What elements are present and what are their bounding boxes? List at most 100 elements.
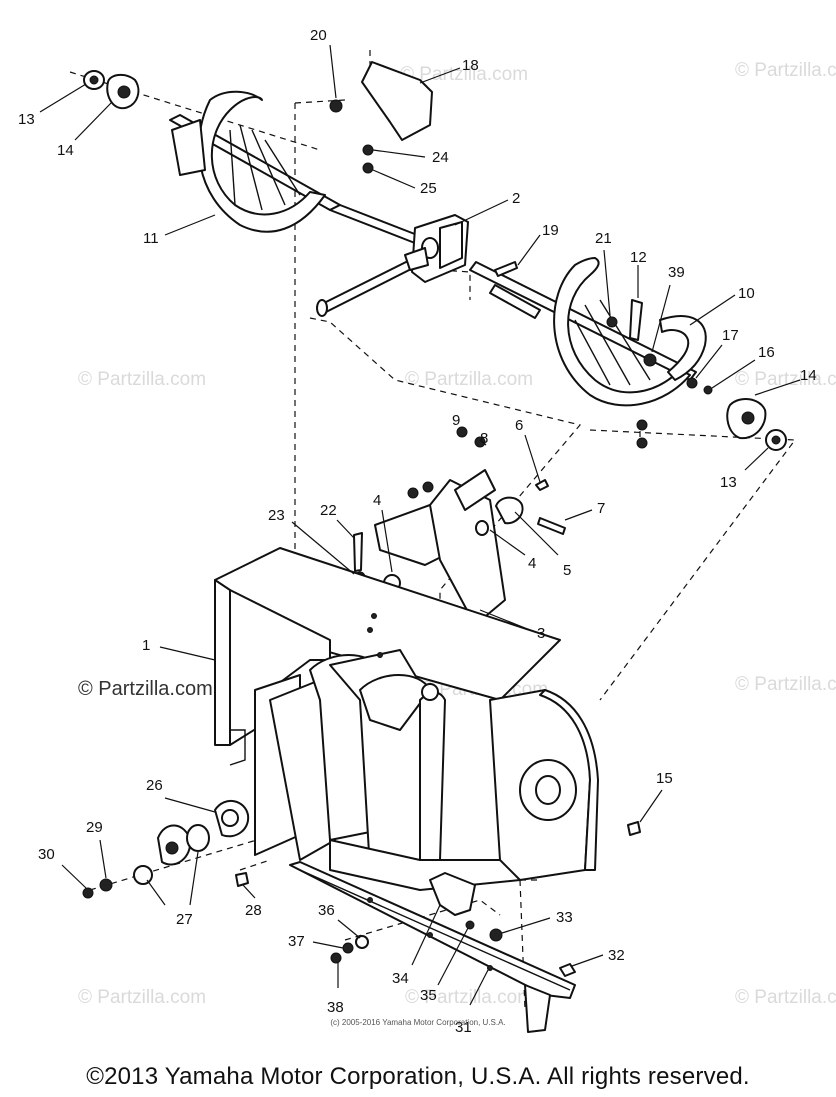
- watermark: © Partzilla.com: [400, 64, 528, 85]
- callout-label: 27: [176, 911, 193, 928]
- callout-26: 26: [146, 777, 216, 813]
- callout-label: 32: [608, 947, 625, 964]
- callout-label: 17: [722, 327, 739, 344]
- callout-29: 29: [86, 819, 107, 879]
- callout-5: 5: [514, 511, 571, 579]
- watermark: © Partzilla.com: [78, 678, 213, 700]
- callout-34: 34: [392, 904, 441, 987]
- callout-35: 35: [420, 927, 469, 1004]
- watermark: © Partzilla.com: [405, 987, 533, 1008]
- callout-label: 36: [318, 902, 335, 919]
- callout-1: 1: [142, 637, 216, 661]
- callout-12: 12: [630, 249, 647, 298]
- callout-28: 28: [242, 884, 262, 919]
- fine-print: (c) 2005-2016 Yamaha Motor Corporation, …: [330, 1018, 506, 1027]
- callout-label: 35: [420, 987, 437, 1004]
- callout-4b: 4: [489, 529, 536, 572]
- watermark: © Partzilla.com: [405, 369, 533, 390]
- callout-3: 3: [479, 609, 545, 642]
- callout-23: 23: [268, 507, 355, 575]
- callout-4a: 4: [373, 492, 393, 573]
- left-bearing-stack: [82, 800, 250, 899]
- callout-label: 2: [512, 190, 520, 207]
- left-auger: [171, 90, 326, 233]
- callout-label: 23: [268, 507, 285, 524]
- callout-label: 39: [668, 264, 685, 281]
- callout-label: 7: [597, 500, 605, 517]
- callout-label: 14: [800, 367, 817, 384]
- copyright-notice: ©2013 Yamaha Motor Corporation, U.S.A. A…: [86, 1063, 750, 1090]
- callout-label: 34: [392, 970, 409, 987]
- callout-label: 4: [528, 555, 536, 572]
- callout-14b: 14: [754, 367, 817, 396]
- main-housing: [214, 547, 599, 891]
- callout-label: 38: [327, 999, 344, 1016]
- callout-label: 29: [86, 819, 103, 836]
- callout-label: 10: [738, 285, 755, 302]
- callout-9: 9: [452, 412, 460, 429]
- callouts: 1 2 3 4 4 5 6 7 8 9 10 11 12 13 13 14 14…: [18, 27, 817, 1036]
- callout-25: 25: [372, 169, 437, 197]
- right-auger: [553, 257, 707, 407]
- callout-label: 1: [142, 637, 150, 654]
- callout-label: 24: [432, 149, 449, 166]
- watermark: © Partzilla.com: [735, 369, 836, 390]
- callout-label: 28: [245, 902, 262, 919]
- callout-22: 22: [320, 502, 355, 539]
- callout-label: 14: [57, 142, 74, 159]
- callout-10: 10: [689, 285, 755, 326]
- callout-37: 37: [288, 933, 344, 950]
- callout-6: 6: [515, 417, 541, 483]
- callout-label: 5: [563, 562, 571, 579]
- gearbox: [404, 214, 469, 283]
- callout-label: 16: [758, 344, 775, 361]
- callout-label: 21: [595, 230, 612, 247]
- callout-label: 26: [146, 777, 163, 794]
- callout-24: 24: [372, 149, 449, 166]
- callout-label: 8: [480, 430, 488, 447]
- callout-11: 11: [143, 214, 216, 247]
- callout-label: 22: [320, 502, 337, 519]
- callout-39: 39: [651, 264, 685, 353]
- callout-label: 15: [656, 770, 673, 787]
- callout-label: 33: [556, 909, 573, 926]
- callout-13b: 13: [720, 447, 769, 491]
- callout-label: 31: [455, 1019, 472, 1036]
- callout-18: 18: [419, 57, 479, 84]
- callout-17: 17: [695, 327, 739, 379]
- callout-21: 21: [595, 230, 612, 316]
- callout-27: 27: [146, 851, 199, 928]
- top-bracket: [329, 61, 713, 449]
- callout-19: 19: [517, 222, 559, 266]
- callout-label: 25: [420, 180, 437, 197]
- callout-32: 32: [571, 947, 625, 967]
- callout-label: 11: [143, 230, 159, 247]
- watermark: © Partzilla.com: [735, 60, 836, 81]
- watermark: © Partzilla.com: [735, 674, 836, 695]
- callout-15: 15: [639, 770, 673, 823]
- callout-label: 30: [38, 846, 55, 863]
- callout-8: 8: [479, 430, 488, 447]
- callout-label: 3: [537, 625, 545, 642]
- callout-16: 16: [711, 344, 775, 389]
- callout-33: 33: [501, 909, 573, 934]
- watermark: © Partzilla.com: [78, 987, 206, 1008]
- callout-label: 12: [630, 249, 647, 266]
- callout-label: 13: [720, 474, 737, 491]
- callout-label: 13: [18, 111, 35, 128]
- callout-38: 38: [327, 963, 344, 1016]
- callout-2: 2: [454, 190, 520, 226]
- callout-label: 18: [462, 57, 479, 74]
- callout-13a: 13: [18, 83, 87, 128]
- callout-36: 36: [318, 902, 361, 939]
- callout-label: 9: [452, 412, 460, 429]
- callout-14a: 14: [57, 101, 113, 159]
- callout-label: 20: [310, 27, 327, 44]
- callout-30: 30: [38, 846, 87, 889]
- watermark: © Partzilla.com: [78, 369, 206, 390]
- watermark-layer: © Partzilla.com © Partzilla.com © Partzi…: [78, 60, 836, 1008]
- callout-label: 6: [515, 417, 523, 434]
- callout-7: 7: [564, 500, 605, 521]
- watermark: © Partzilla.com: [735, 987, 836, 1008]
- bearings: [83, 70, 787, 451]
